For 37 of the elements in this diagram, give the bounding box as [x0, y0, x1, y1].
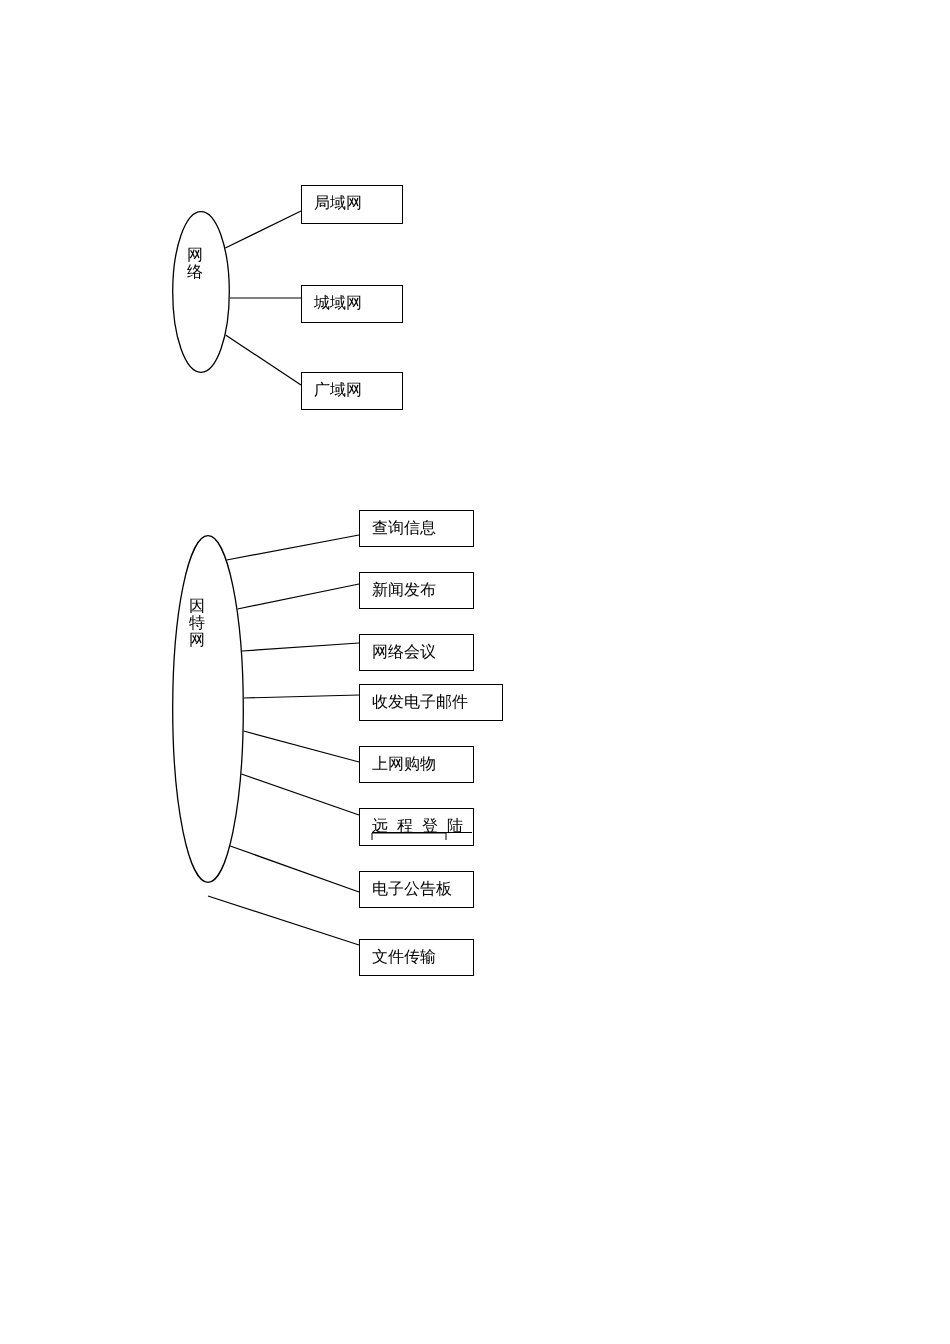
box-label: 远程登陆 [372, 816, 472, 836]
connector-line [226, 534, 360, 561]
connector-line [229, 845, 360, 893]
node-label: 网络 [187, 246, 203, 280]
connector-line [243, 694, 360, 699]
label-box [359, 871, 474, 908]
label-box [359, 746, 474, 783]
connector-line [243, 730, 360, 763]
connector-line [240, 773, 360, 816]
connector-line [229, 297, 302, 299]
label-box [359, 808, 474, 846]
label-box [301, 285, 403, 323]
label-box [359, 939, 474, 976]
connector-line [225, 334, 302, 386]
label-box [359, 572, 474, 609]
ellipse-node [172, 211, 230, 373]
ellipse-node [172, 535, 244, 883]
box-label: 查询信息 [372, 518, 436, 538]
label-box [359, 684, 503, 721]
label-box [301, 372, 403, 410]
box-label: 广域网 [314, 380, 362, 400]
node-label: 因特网 [189, 597, 205, 648]
box-label: 上网购物 [372, 754, 436, 774]
connector-line [207, 895, 360, 946]
box-label: 电子公告板 [372, 879, 452, 899]
connector-line [236, 583, 360, 610]
label-box [359, 510, 474, 547]
box-label: 文件传输 [372, 947, 436, 967]
box-label: 局域网 [314, 193, 362, 213]
connector-line [224, 210, 302, 249]
box-label: 新闻发布 [372, 580, 436, 600]
box-label: 收发电子邮件 [372, 692, 468, 712]
label-box [359, 634, 474, 671]
box-label: 城域网 [314, 293, 362, 313]
box-label: 网络会议 [372, 642, 436, 662]
label-box [301, 185, 403, 224]
connector-line [241, 642, 360, 652]
